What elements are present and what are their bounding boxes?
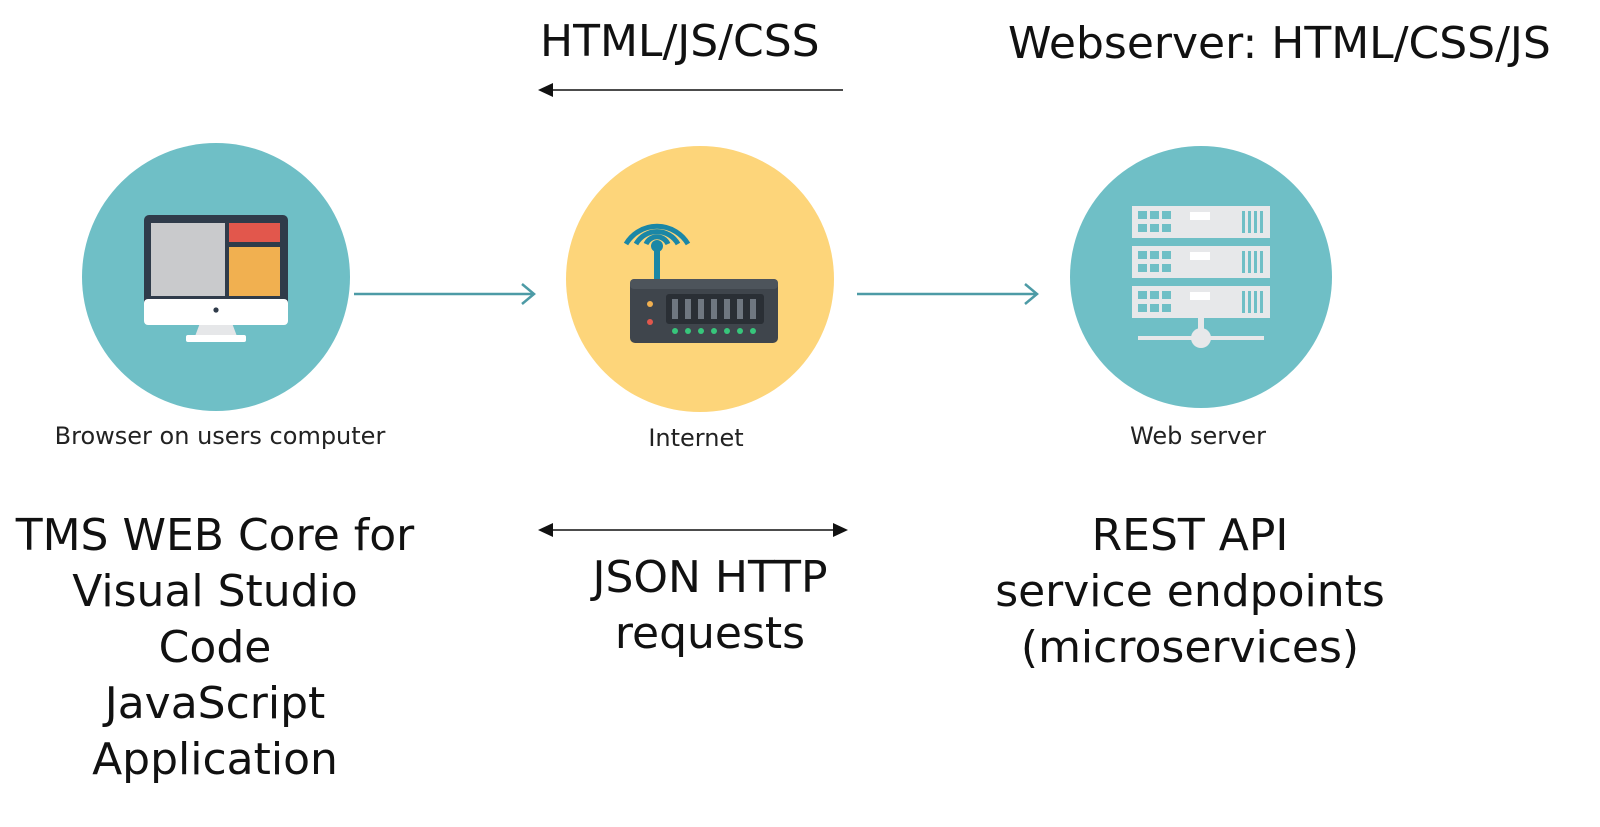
server-line: REST API xyxy=(1091,510,1289,561)
client-description: TMS WEB Core for Visual Studio Code Java… xyxy=(10,508,420,788)
transport-description: JSON HTTP requests xyxy=(545,550,875,662)
client-line: Code xyxy=(158,622,272,673)
server-line: (microservices) xyxy=(1020,622,1360,673)
client-line: JavaScript xyxy=(104,678,326,729)
router-icon xyxy=(566,146,834,412)
browser-node xyxy=(82,143,350,411)
internet-caption: Internet xyxy=(648,424,744,452)
server-line: service endpoints xyxy=(995,566,1385,617)
client-line: TMS WEB Core for xyxy=(15,510,415,561)
client-line: Visual Studio xyxy=(72,566,358,617)
return-arrow xyxy=(538,83,843,97)
monitor-icon xyxy=(82,143,350,411)
browser-caption: Browser on users computer xyxy=(54,422,386,450)
server-rack-icon xyxy=(1070,146,1332,408)
top-right-label: Webserver: HTML/CSS/JS xyxy=(1008,18,1551,69)
arrow-internet-to-server xyxy=(857,283,1039,305)
transport-line: requests xyxy=(614,608,806,659)
top-left-label: HTML/JS/CSS xyxy=(540,16,820,67)
server-node xyxy=(1070,146,1332,408)
server-description: REST API service endpoints (microservice… xyxy=(990,508,1390,676)
transport-line: JSON HTTP xyxy=(592,552,828,603)
internet-node xyxy=(566,146,834,412)
client-line: Application xyxy=(92,734,338,785)
request-double-arrow xyxy=(538,523,848,537)
arrow-browser-to-internet xyxy=(354,283,536,305)
server-caption: Web server xyxy=(1130,422,1266,450)
